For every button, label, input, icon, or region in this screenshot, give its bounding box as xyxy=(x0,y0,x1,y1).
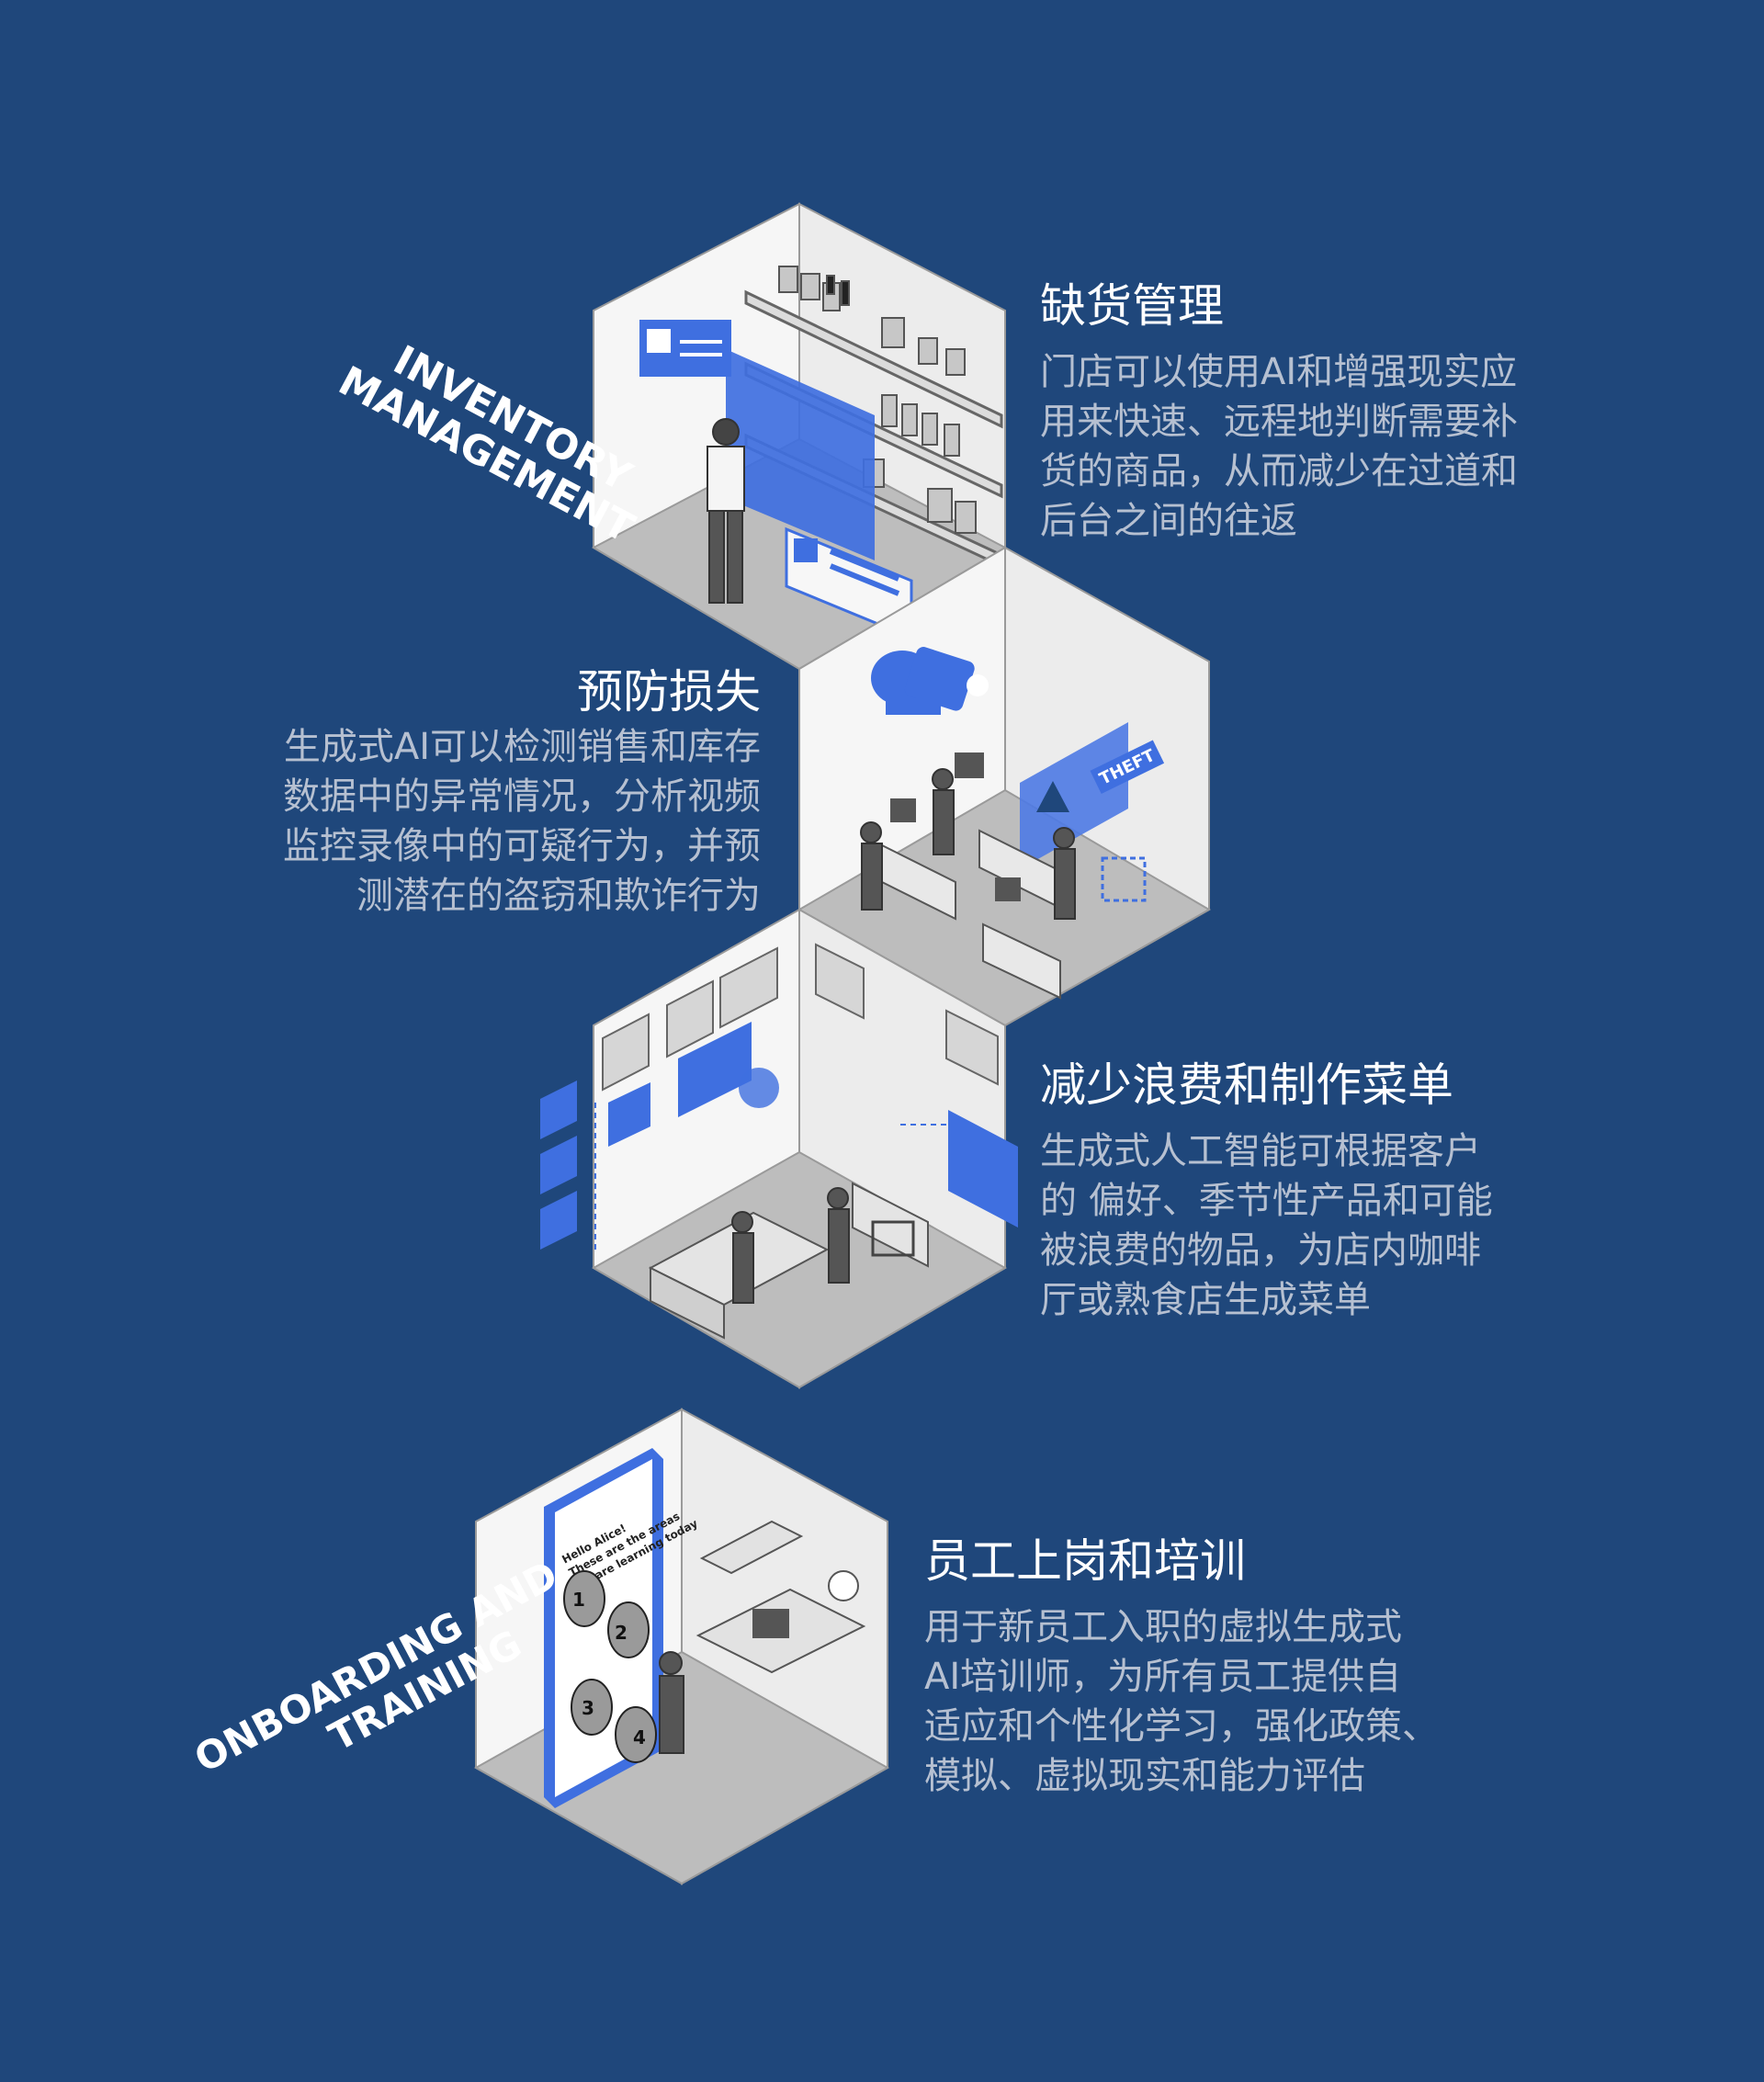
theft-alert-panel xyxy=(1020,722,1128,869)
section-waste-menu-title: 减少浪费和制作菜单 xyxy=(1040,1058,1453,1112)
training-room: Hello Alice! These are the areas we are … xyxy=(473,1408,890,1885)
desc-line: 的 偏好、季节性产品和可能 xyxy=(1040,1180,1493,1222)
section-loss-prevention: 预防损失 生成式AI可以检测销售和库存 数据中的异常情况，分析视频 监控录像中的… xyxy=(283,663,761,921)
cafe-deli-room xyxy=(540,908,1018,1389)
food-ai-card xyxy=(948,1110,1018,1228)
vent-grilles xyxy=(602,943,999,1092)
desc-line: 测潜在的盗窃和欺诈行为 xyxy=(356,875,761,917)
shoppers-figures xyxy=(860,768,1076,920)
security-camera-icon xyxy=(871,647,989,715)
menu-ai-panel xyxy=(608,1022,779,1147)
inventory-room xyxy=(591,202,1008,671)
section-inventory-desc: 门店可以使用AI和增强现实应 用来快速、远程地判断需要补 货的商品，从而减少在过… xyxy=(1040,347,1518,546)
loss-prevention-room: THEFT xyxy=(797,546,1212,1027)
desk-setup xyxy=(695,1520,866,1674)
section-onboarding-title: 员工上岗和培训 xyxy=(924,1534,1246,1588)
ar-card-icon xyxy=(647,329,671,353)
phone-step-3: 3 xyxy=(582,1697,594,1719)
section-inventory-title: 缺货管理 xyxy=(1040,279,1224,333)
desc-line: 货的商品，从而减少在过道和 xyxy=(1040,450,1518,492)
desc-line: 厅或熟食店生成菜单 xyxy=(1040,1279,1371,1321)
desc-line: 生成式人工智能可根据客户 xyxy=(1040,1130,1481,1172)
section-inventory: 缺货管理 门店可以使用AI和增强现实应 用来快速、远程地判断需要补 货的商品，从… xyxy=(1040,277,1518,546)
desc-line: 适应和个性化学习，强化政策、 xyxy=(924,1705,1439,1748)
desc-line: 模拟、虚拟现实和能力评估 xyxy=(924,1755,1365,1797)
section-waste-menu-desc: 生成式人工智能可根据客户 的 偏好、季节性产品和可能 被浪费的物品，为店内咖啡 … xyxy=(1040,1126,1493,1325)
section-onboarding-desc: 用于新员工入职的虚拟生成式 AI培训师，为所有员工提供自 适应和个性化学习，强化… xyxy=(924,1602,1439,1801)
desc-line: 用来快速、远程地判断需要补 xyxy=(1040,401,1518,443)
phone-step-2: 2 xyxy=(615,1622,628,1644)
desc-line: 后台之间的往返 xyxy=(1040,500,1297,542)
store-employee-figure xyxy=(707,418,745,604)
desc-line: AI培训师，为所有员工提供自 xyxy=(924,1656,1402,1698)
trainee-figure xyxy=(659,1651,684,1754)
desc-line: 门店可以使用AI和增强现实应 xyxy=(1040,351,1518,393)
checkout-counters xyxy=(881,752,1061,1000)
section-onboarding: 员工上岗和培训 用于新员工入职的虚拟生成式 AI培训师，为所有员工提供自 适应和… xyxy=(924,1533,1439,1801)
phone-step-4: 4 xyxy=(633,1726,646,1748)
desc-line: 数据中的异常情况，分析视频 xyxy=(283,775,761,818)
desc-line: 被浪费的物品，为店内咖啡 xyxy=(1040,1229,1481,1272)
customers-figures xyxy=(731,1187,850,1304)
desc-line: 生成式AI可以检测销售和库存 xyxy=(283,726,761,768)
ar-screen xyxy=(726,349,875,560)
desc-line: 监控录像中的可疑行为，并预 xyxy=(283,825,761,867)
section-loss-prevention-desc: 生成式AI可以检测销售和库存 数据中的异常情况，分析视频 监控录像中的可疑行为，… xyxy=(283,722,761,921)
menu-icon-strip xyxy=(540,1081,596,1250)
phone-step-1: 1 xyxy=(572,1589,585,1611)
section-loss-prevention-title: 预防损失 xyxy=(577,665,761,719)
shopping-cart xyxy=(871,1220,915,1257)
desc-line: 用于新员工入职的虚拟生成式 xyxy=(924,1606,1402,1648)
training-phone: Hello Alice! These are the areas we are … xyxy=(544,1448,700,1808)
suspicious-item-highlight xyxy=(1101,856,1147,902)
section-waste-menu: 减少浪费和制作菜单 生成式人工智能可根据客户 的 偏好、季节性产品和可能 被浪费… xyxy=(1040,1057,1493,1325)
theft-tag xyxy=(1090,740,1165,794)
